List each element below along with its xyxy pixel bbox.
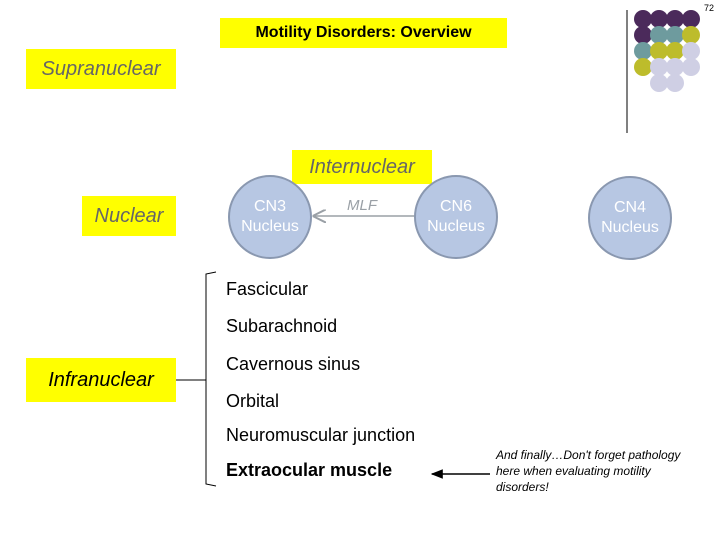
level-cavernous-sinus: Cavernous sinus [226, 354, 361, 374]
decor-dot [666, 42, 684, 60]
infranuclear-bracket [205, 271, 217, 487]
decor-dot [634, 42, 652, 60]
decor-dot [682, 26, 700, 44]
decor-dot [666, 10, 684, 28]
infranuclear-label: Infranuclear [26, 358, 176, 402]
pathology-note: And finally…Don't forget pathology here … [496, 448, 681, 494]
level-fascicular: Fascicular [226, 279, 309, 299]
decor-dot [682, 10, 700, 28]
decor-dot [682, 42, 700, 60]
decor-dot [650, 26, 668, 44]
page-number: 72 [703, 3, 714, 13]
level-extraocular-muscle: Extraocular muscle [226, 460, 393, 480]
cn3-nucleus: CN3 Nucleus [228, 175, 312, 259]
decor-dot [650, 10, 668, 28]
decor-dot [682, 58, 700, 76]
decor-dot [634, 10, 652, 28]
decor-dot [634, 58, 652, 76]
cn4-line1: CN4 [613, 199, 646, 216]
cn6-nucleus: CN6 Nucleus [414, 175, 498, 259]
cn6-line1: CN6 [439, 198, 472, 215]
decor-dot [666, 74, 684, 92]
cn3-line1: CN3 [253, 198, 286, 215]
cn3-line2: Nucleus [241, 218, 299, 235]
internuclear-label: Internuclear [292, 150, 432, 184]
decor-dot [666, 26, 684, 44]
cn4-line2: Nucleus [601, 219, 659, 236]
level-subarachnoid: Subarachnoid [226, 316, 338, 336]
cn6-line2: Nucleus [427, 218, 485, 235]
cn4-nucleus: CN4 Nucleus [588, 176, 672, 260]
mlf-label: MLF [347, 197, 377, 214]
decor-dot [650, 74, 668, 92]
decor-dot [650, 42, 668, 60]
decor-dot [650, 58, 668, 76]
nuclear-label: Nuclear [82, 196, 176, 236]
supranuclear-label: Supranuclear [26, 49, 176, 89]
slide-title: Motility Disorders: Overview [220, 18, 507, 48]
decor-dot [634, 26, 652, 44]
decor-dot [666, 58, 684, 76]
level-orbital: Orbital [226, 391, 280, 411]
level-neuromuscular-junction: Neuromuscular junction [226, 425, 416, 445]
